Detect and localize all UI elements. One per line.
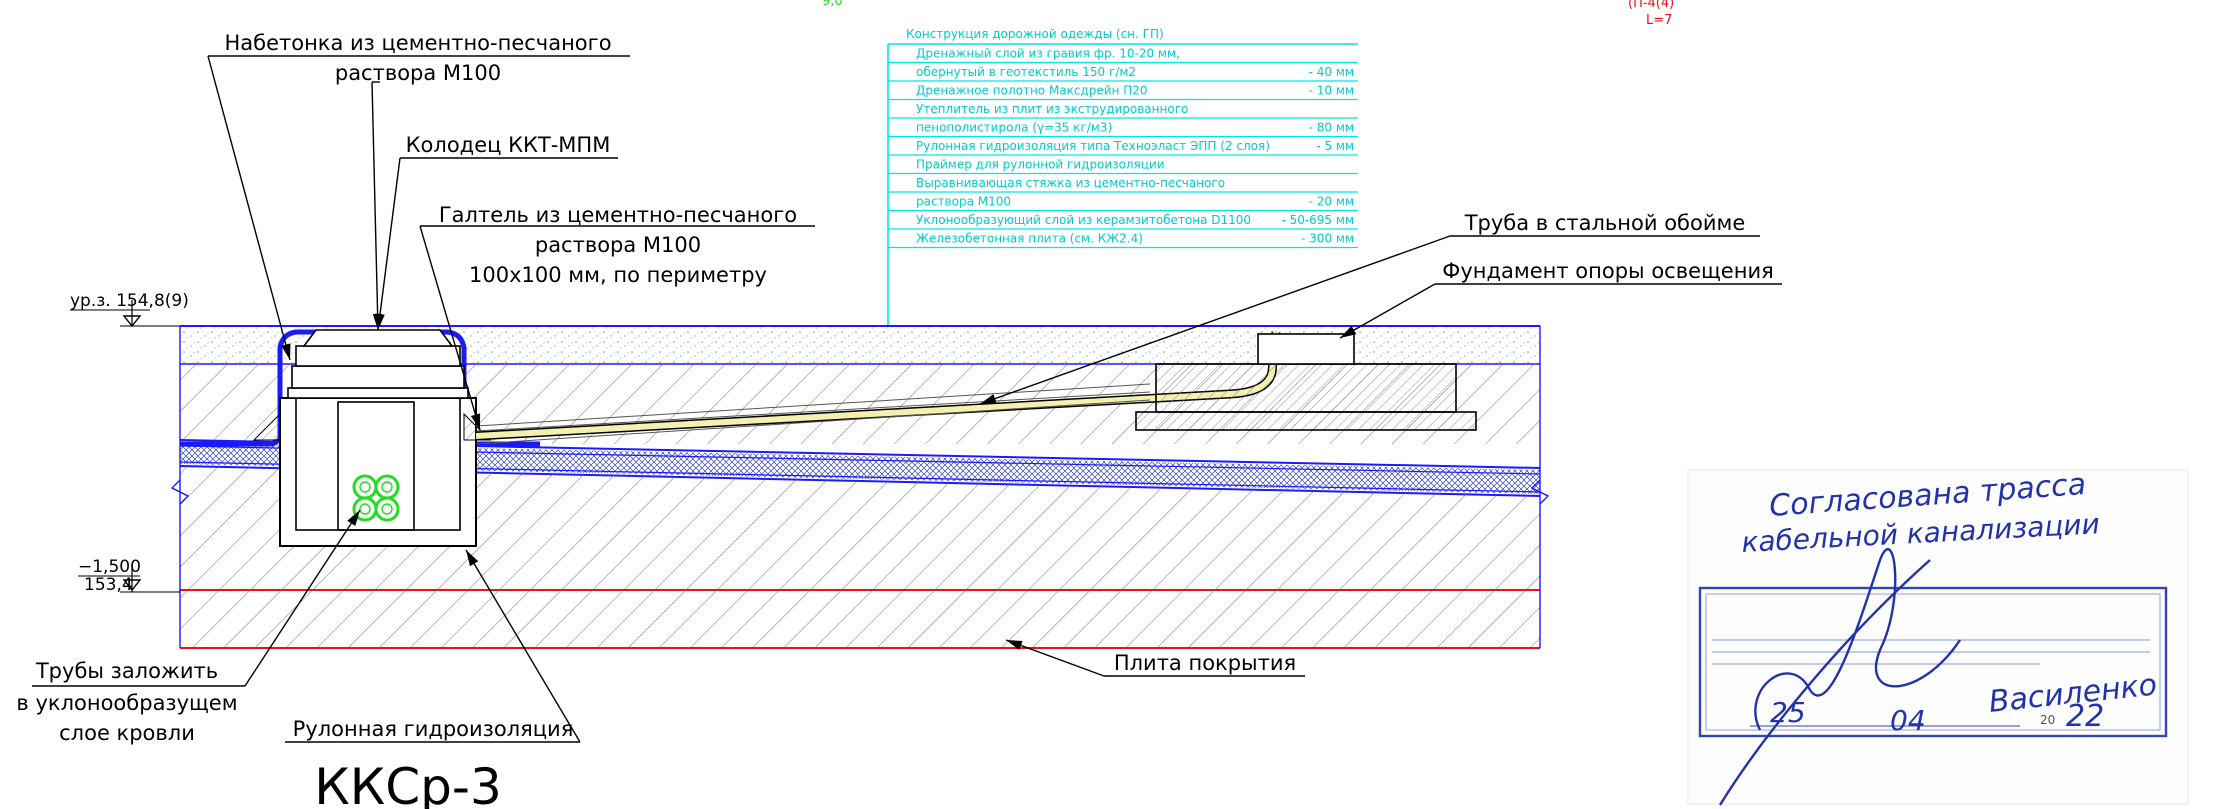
approval-stamp: Согласована трасса кабельной канализации… [1687,467,2189,806]
label-galtel-3: 100х100 мм, по периметру [469,263,767,287]
layer-table-row-text: Дренажный слой из гравия фр. 10-20 мм, [916,47,1180,61]
stamp-date-prefix: 20 [2040,713,2055,727]
layer-table-row-text: Утеплитель из плит из экструдированного [916,102,1188,116]
top-fragment-green: 9,0 [822,0,843,9]
layer-table-row-value: - 80 мм [1309,121,1354,135]
cable-well [180,329,540,547]
layer-table-row-value: - 10 мм [1309,84,1354,98]
top-fragment-red-1: (П-4(4) [1628,0,1674,11]
layer-table-row-text: Дренажное полотно Максдрейн П20 [916,84,1148,98]
layer-table: Конструкция дорожной одежды (сн. ГП) Дре… [887,27,1358,325]
elevation-top: ур.з. 154,8(9) [70,291,189,311]
layer-table-row-value: - 300 мм [1301,232,1354,246]
waterproofing-band [180,442,1540,494]
layer-table-row-text: Железобетонная плита (см. КЖ2.4) [916,232,1143,246]
annotations: Набетонка из цементно-песчаного раствора… [16,31,1773,745]
layer-table-header: Конструкция дорожной одежды (сн. ГП) [906,27,1164,41]
elevation-marks: ур.з. 154,8(9) −1,500 153,4 [70,291,189,595]
stamp-date-month: 04 [1890,704,1926,737]
pipes-bundle [352,474,400,522]
signature-scribble [1718,548,1961,806]
layer-table-row-text: Праймер для рулонной гидроизоляции [916,158,1165,172]
layer-table-row-text: Уклонообразующий слой из керамзитобетона… [916,213,1251,227]
layer-table-row-value: - 5 мм [1316,139,1354,153]
stamp-date-year: 22 [2066,699,2104,734]
elevation-absolute: 153,4 [84,575,133,595]
label-galtel-1: Галтель из цементно-песчаного [439,203,797,227]
stamp-date-day: 25 [1770,696,1806,729]
layer-table-row-value: - 50-695 мм [1281,213,1354,227]
label-nabetonka-1: Набетонка из цементно-песчаного [224,31,611,55]
label-rulonnaya: Рулонная гидроизоляция [293,717,574,741]
drawing-title: ККСр-3 [314,758,502,809]
label-nabetonka-2: раствора М100 [335,61,501,85]
layer-table-row-text: Рулонная гидроизоляция типа Техноэласт Э… [916,139,1270,153]
layer-table-row-text: Выравнивающая стяжка из цементно-песчано… [916,176,1225,190]
slope-layer [180,466,1540,590]
label-plita: Плита покрытия [1114,651,1296,675]
label-truby-3: слое кровли [59,721,195,745]
leader-lines [32,55,1782,743]
label-truby-1: Трубы заложить [35,659,218,683]
top-fragment-red-2: L=7 [1646,13,1672,28]
layer-table-row-text: пенополистирола (γ=35 кг/м3) [916,121,1112,135]
elevation-relative: −1,500 [78,557,141,577]
layer-table-row-text: раствора М100 [916,195,1011,209]
concrete-slab [180,590,1540,648]
layer-table-row-value: - 20 мм [1309,195,1354,209]
well-body [279,397,477,547]
layer-table-row-text: обернутый в геотекстиль 150 г/м2 [916,65,1136,79]
label-fundament: Фундамент опоры освещения [1442,259,1773,283]
layer-table-row-value: - 40 мм [1309,65,1354,79]
label-truby-2: в уклонообразущем [16,691,237,715]
light-pole-foundation [1135,333,1477,431]
label-galtel-2: раствора М100 [535,233,701,257]
label-truba-oboima: Труба в стальной обойме [1464,211,1746,235]
label-kolodec: Колодец ККТ-МПМ [406,133,611,157]
